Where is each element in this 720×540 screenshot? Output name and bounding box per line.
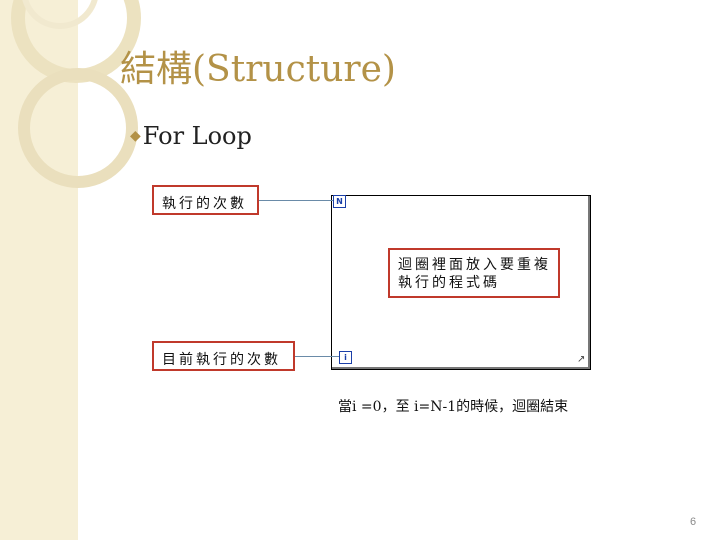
loop-body-label: 迴圈裡面放入要重複執行的程式碼 xyxy=(388,248,560,298)
slide-title: 結構(Structure) xyxy=(120,49,396,90)
bullet-icon: ◆ xyxy=(130,128,141,144)
count-label: 執行的次數 xyxy=(152,185,259,215)
bullet-item: ◆For Loop xyxy=(130,122,252,150)
count-connector-line xyxy=(259,200,333,201)
resize-corner-icon: ↗ xyxy=(577,354,586,365)
iteration-terminal: i xyxy=(339,351,352,364)
iteration-connector-line xyxy=(295,356,339,357)
page-number: 6 xyxy=(690,516,697,528)
decorative-band xyxy=(0,0,78,540)
bullet-text: For Loop xyxy=(142,122,252,150)
current-iteration-label: 目前執行的次數 xyxy=(152,341,295,371)
loop-caption: 當i =0，至 i=N-1的時候，迴圈結束 xyxy=(338,399,569,415)
count-terminal: N xyxy=(333,195,346,208)
